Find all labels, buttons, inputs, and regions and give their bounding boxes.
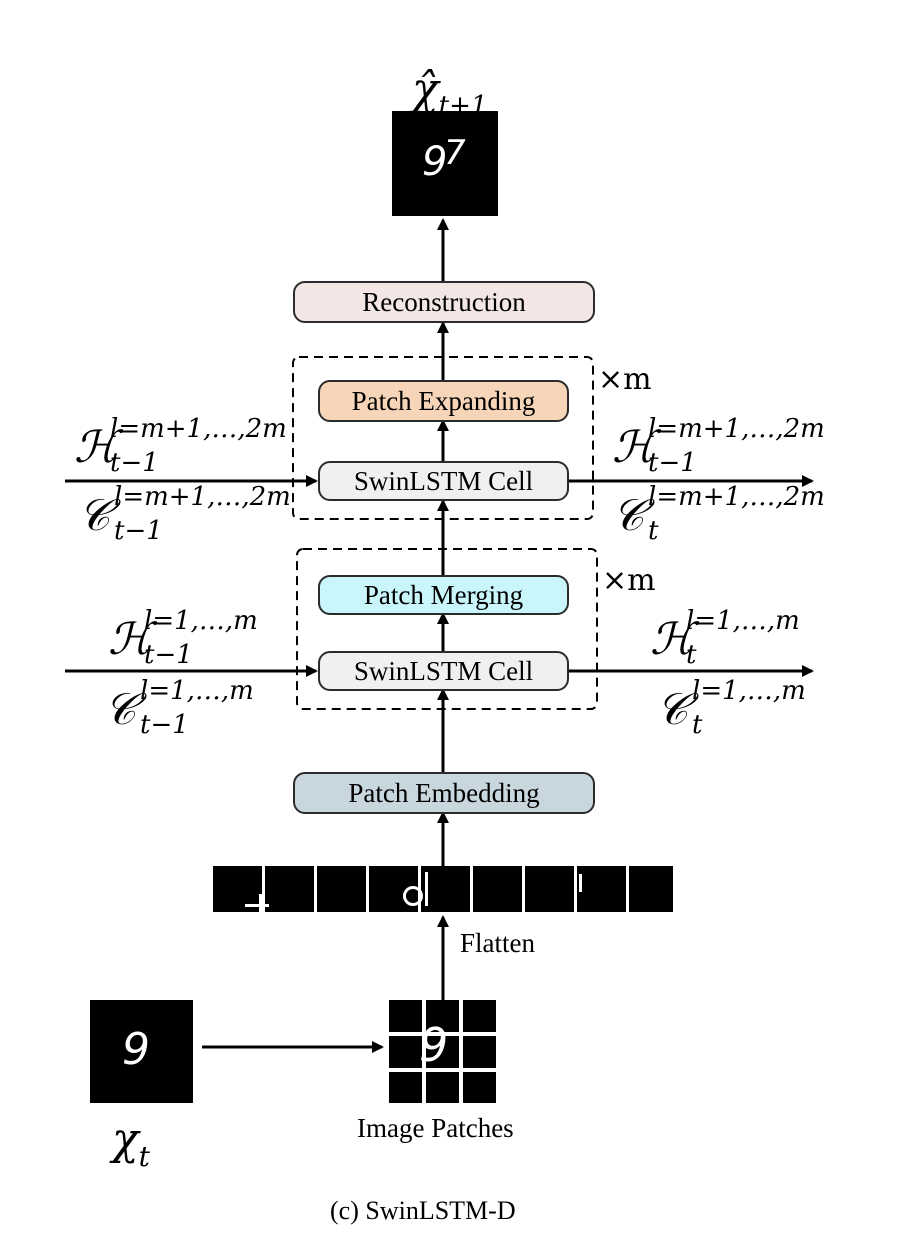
h-symbol: ℋ xyxy=(612,422,656,473)
grid-patch xyxy=(389,1000,422,1032)
h-symbol: ℋ xyxy=(108,614,152,665)
flat-patch xyxy=(629,866,673,912)
grid-patch xyxy=(389,1036,422,1068)
output-label: χ̂t+1 xyxy=(412,68,487,120)
flat-patch-stroke xyxy=(403,886,423,906)
grid-digit-glyph: 9 xyxy=(419,1018,449,1072)
image-patches-label: Image Patches xyxy=(357,1113,514,1143)
flat-patch-stroke xyxy=(425,872,428,906)
patch-expanding-block: Patch Expanding xyxy=(318,380,569,422)
c-symbol: 𝒞 xyxy=(612,490,645,541)
grid-patch xyxy=(426,1000,459,1032)
flat-patch xyxy=(473,866,522,912)
input-label: χt xyxy=(112,1118,150,1171)
h-symbol: ℋ xyxy=(74,422,118,473)
c-symbol: 𝒞 xyxy=(104,684,137,735)
patch-merging-block: Patch Merging xyxy=(318,575,569,615)
flat-patch-stroke xyxy=(259,894,262,912)
repeat-marker-bottom: ×m xyxy=(602,563,656,598)
input-symbol: χ xyxy=(112,1114,139,1165)
h-symbol: ℋ xyxy=(650,614,694,665)
flat-patch-stroke xyxy=(579,874,582,892)
grid-patch xyxy=(463,1000,496,1032)
flat-patch-stroke xyxy=(245,904,269,907)
swinlstm-cell-bottom: SwinLSTM Cell xyxy=(318,651,569,691)
output-digit-glyph: 9 xyxy=(422,139,448,185)
grid-patch xyxy=(389,1072,422,1103)
reconstruction-block: Reconstruction xyxy=(293,281,595,323)
output-digit-glyph-2: 7 xyxy=(444,133,466,173)
flat-patch xyxy=(577,866,626,912)
output-symbol: χ̂ xyxy=(412,64,439,115)
grid-patch xyxy=(426,1072,459,1103)
flatten-label: Flatten xyxy=(460,928,535,958)
flat-patch xyxy=(421,866,470,912)
c-symbol: 𝒞 xyxy=(78,490,111,541)
grid-patch xyxy=(426,1036,459,1068)
figure-caption: (c) SwinLSTM-D xyxy=(330,1196,516,1225)
c-symbol: 𝒞 xyxy=(656,684,689,735)
flat-patch xyxy=(525,866,574,912)
grid-patch xyxy=(463,1072,496,1103)
repeat-marker-top: ×m xyxy=(598,362,652,397)
flat-patch xyxy=(265,866,314,912)
flat-patch xyxy=(317,866,366,912)
input-image: 9 xyxy=(90,1000,193,1103)
grid-patch xyxy=(463,1036,496,1068)
output-image: 9 7 xyxy=(392,111,498,216)
input-subscript: t xyxy=(138,1140,150,1173)
swinlstm-cell-top: SwinLSTM Cell xyxy=(318,461,569,501)
image-patches-grid: 9 xyxy=(389,1000,496,1103)
input-digit-glyph: 9 xyxy=(122,1024,150,1075)
flattened-patch-strip xyxy=(213,866,673,912)
patch-embedding-block: Patch Embedding xyxy=(293,772,595,814)
group-bottom-dashed xyxy=(296,548,598,710)
